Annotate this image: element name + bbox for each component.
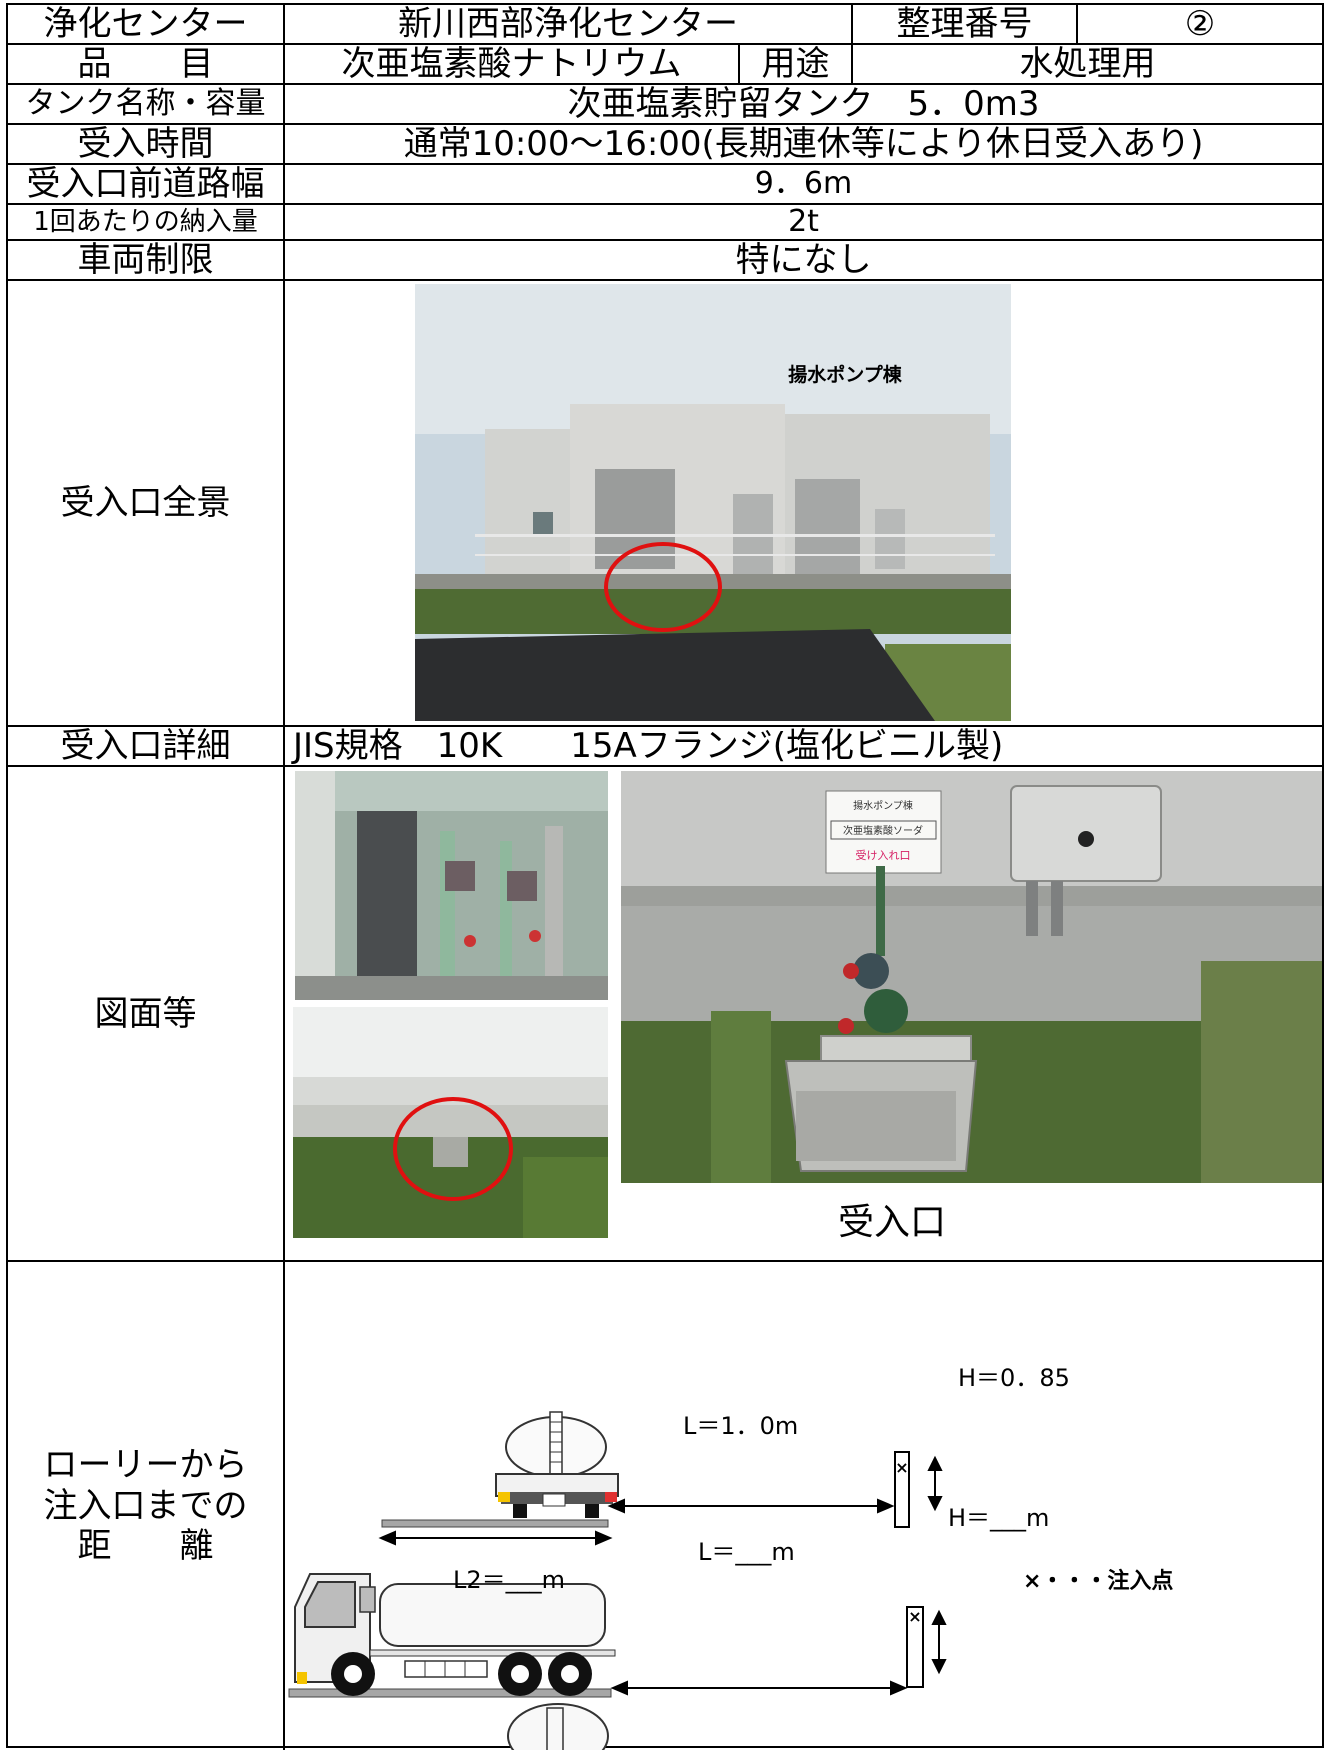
receive-time-label: 受入時間 bbox=[8, 125, 285, 165]
vehicle-value: 特になし bbox=[285, 241, 1322, 281]
building-caption: 揚水ポンプ棟 bbox=[788, 363, 902, 386]
injection-point-legend: ×・・・注入点 bbox=[1023, 1569, 1174, 1594]
wall-inlet-photo bbox=[293, 1007, 608, 1238]
delivery-value: 2t bbox=[285, 205, 1322, 241]
detail-label: 受入口詳細 bbox=[8, 727, 285, 767]
drawings-label: 図面等 bbox=[8, 767, 285, 1262]
tank-value: 次亜塩素貯留タンク 5．0m3 bbox=[285, 85, 1322, 125]
post-2 bbox=[894, 1451, 910, 1528]
inlet-marker-circle bbox=[604, 542, 722, 632]
distance-label-line3: 距 離 bbox=[77, 1526, 214, 1567]
ref-label: 整理番号 bbox=[853, 5, 1078, 45]
center-name: 新川西部浄化センター bbox=[285, 5, 853, 45]
distance-diagram: × bbox=[288, 1573, 947, 1750]
form-sheet: 浄化センター 新川西部浄化センター 整理番号 ② 品 目 次亜塩素酸ナトリウム … bbox=[6, 3, 1324, 1750]
ref-value: ② bbox=[1078, 5, 1322, 45]
injection-point-mark-1: × bbox=[908, 1607, 921, 1626]
injection-point-mark-2: × bbox=[895, 1458, 908, 1477]
sign-line2: 次亜塩素酸ソーダ bbox=[843, 824, 923, 837]
center-label: 浄化センター bbox=[8, 5, 285, 45]
distance-label-line2: 注入口までの bbox=[43, 1485, 248, 1526]
receive-time-value: 通常10:00～16:00(長期連休等により休日受入あり) bbox=[285, 125, 1322, 165]
l-label: L＝___m bbox=[698, 1538, 795, 1566]
distance-label-line1: ローリーから bbox=[43, 1444, 248, 1485]
overview-label: 受入口全景 bbox=[8, 281, 285, 727]
drawings-cell bbox=[285, 767, 1322, 1262]
detail-value: JIS規格 10K 15Aフランジ(塩化ビニル製) bbox=[285, 727, 1322, 767]
road-width-value: 9．6m bbox=[285, 165, 1322, 205]
truck-side-view bbox=[288, 1573, 616, 1698]
item-value: 次亜塩素酸ナトリウム bbox=[285, 45, 740, 85]
l2-label: L2＝___m bbox=[453, 1566, 566, 1594]
sign-line3: 受け入れ口 bbox=[856, 849, 911, 862]
use-value: 水処理用 bbox=[853, 45, 1322, 85]
use-label: 用途 bbox=[740, 45, 853, 85]
l-arrow bbox=[607, 1498, 895, 1514]
l2-arrow bbox=[378, 1530, 613, 1546]
tank-room-photo bbox=[295, 771, 608, 1000]
item-label: 品 目 bbox=[8, 45, 285, 85]
distance-diagram-arrows: × bbox=[378, 1451, 943, 1546]
l1-arrow bbox=[610, 1680, 908, 1696]
overview-photo: 揚水ポンプ棟 bbox=[415, 284, 1011, 721]
inlet-marker-circle-2 bbox=[393, 1097, 513, 1201]
truck-rear-view bbox=[507, 1703, 609, 1750]
h2-label: H＝___m bbox=[948, 1504, 1050, 1532]
distance-diagram-lower bbox=[495, 1411, 619, 1518]
sign-line1: 揚水ポンプ棟 bbox=[853, 799, 913, 812]
distance-label: ローリーから 注入口までの 距 離 bbox=[8, 1262, 285, 1750]
h1-label: H＝0．85 bbox=[958, 1364, 1070, 1392]
vehicle-label: 車両制限 bbox=[8, 241, 285, 281]
h2-arrow bbox=[927, 1455, 943, 1512]
inlet-closeup-photo: 揚水ポンプ棟 次亜塩素酸ソーダ 受け入れ口 bbox=[621, 771, 1322, 1183]
post-1 bbox=[906, 1606, 924, 1688]
overview-cell bbox=[285, 281, 1322, 727]
delivery-label: 1回あたりの納入量 bbox=[8, 205, 285, 241]
h1-arrow bbox=[931, 1609, 947, 1675]
road-width-label: 受入口前道路幅 bbox=[8, 165, 285, 205]
l1-label: L＝1．0m bbox=[683, 1412, 799, 1440]
tank-label: タンク名称・容量 bbox=[8, 85, 285, 125]
inlet-caption: 受入口 bbox=[838, 1202, 947, 1243]
